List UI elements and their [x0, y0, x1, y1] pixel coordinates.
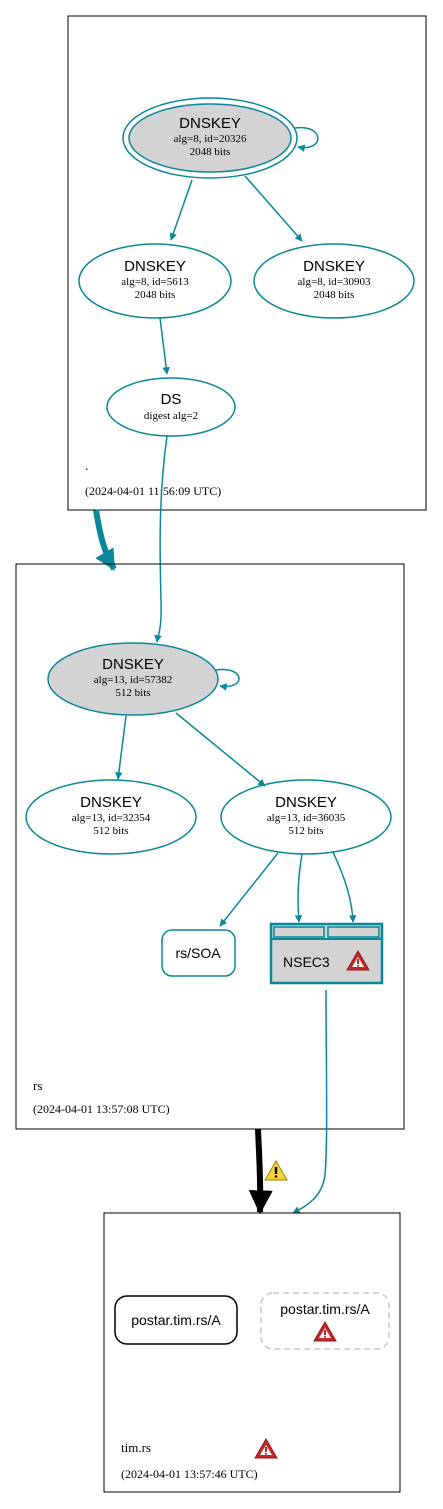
- rs-zsk-32354-node[interactable]: DNSKEY alg=13, id=32354 512 bits: [25, 779, 197, 855]
- root-ksk-bits: 2048 bits: [190, 146, 231, 158]
- zone-root-timestamp: (2024-04-01 11:56:09 UTC): [85, 484, 221, 498]
- rs-nsec3-label: NSEC3: [283, 954, 330, 970]
- rs-ksk-bits: 512 bits: [115, 687, 150, 699]
- root-ksk-alg: alg=8, id=20326: [174, 133, 247, 145]
- zone-tim-box: [103, 1212, 401, 1493]
- root-zsk-30903-node[interactable]: DNSKEY alg=8, id=30903 2048 bits: [253, 243, 415, 319]
- tim-a-record-missing-label: postar.tim.rs/A: [280, 1301, 370, 1317]
- root-ksk-node[interactable]: DNSKEY alg=8, id=20326 2048 bits: [122, 97, 298, 179]
- warning-icon[interactable]: [264, 1160, 288, 1181]
- zone-tim: tim.rs (2024-04-01 13:57:46 UTC): [103, 1212, 401, 1493]
- root-zsk-30903-bits: 2048 bits: [314, 289, 355, 301]
- rs-zsk-36035-bits: 512 bits: [288, 825, 323, 837]
- tim-a-record-node[interactable]: postar.tim.rs/A: [114, 1295, 238, 1345]
- zone-tim-name: tim.rs: [121, 1440, 151, 1455]
- rs-nsec3-node[interactable]: NSEC3: [269, 922, 384, 985]
- edge-zsk-to-nsec3-b: [332, 851, 357, 923]
- rs-zsk-36035-node[interactable]: DNSKEY alg=13, id=36035 512 bits: [220, 779, 392, 855]
- rs-zsk-32354-title: DNSKEY: [80, 794, 142, 811]
- edge-rs-ksk-to-zsk-36035: [175, 712, 266, 787]
- zone-rs-timestamp: (2024-04-01 13:57:08 UTC): [33, 1102, 170, 1116]
- rs-soa-label: rs/SOA: [175, 945, 221, 961]
- root-ds-digest: digest alg=2: [144, 410, 198, 422]
- rs-ksk-self-edge: [215, 668, 240, 691]
- edge-zsk-to-nsec3-a: [294, 853, 303, 923]
- rs-ksk-title: DNSKEY: [102, 656, 164, 673]
- zone-root-name: .: [85, 458, 88, 473]
- delegation-root-to-rs: [93, 509, 117, 571]
- zone-rs-name: rs: [33, 1078, 42, 1093]
- edge-rs-ksk-to-zsk-32354: [115, 715, 127, 780]
- tim-a-record-label: postar.tim.rs/A: [131, 1312, 221, 1328]
- rs-zsk-36035-title: DNSKEY: [275, 794, 337, 811]
- root-ksk-title: DNSKEY: [179, 115, 241, 132]
- edge-ds-to-rs-ksk: [154, 435, 168, 643]
- root-zsk-30903-title: DNSKEY: [303, 258, 365, 275]
- edge-root-zsk-to-ds: [159, 317, 170, 375]
- rs-zsk-32354-bits: 512 bits: [93, 825, 128, 837]
- delegation-rs-to-tim: [248, 1128, 273, 1215]
- edge-root-ksk-to-zsk-30903: [244, 175, 303, 242]
- root-zsk-5613-alg: alg=8, id=5613: [121, 276, 189, 288]
- edge-zsk-to-soa: [219, 852, 279, 927]
- rs-zsk-36035-alg: alg=13, id=36035: [267, 812, 346, 824]
- root-ds-title: DS: [161, 391, 182, 408]
- zone-rs: rs (2024-04-01 13:57:08 UTC): [15, 563, 405, 1130]
- rs-ksk-alg: alg=13, id=57382: [94, 674, 172, 686]
- tim-a-record-missing-node[interactable]: postar.tim.rs/A: [260, 1292, 390, 1350]
- root-zsk-30903-alg: alg=8, id=30903: [298, 276, 371, 288]
- root-ds-node[interactable]: DS digest alg=2: [106, 377, 236, 437]
- rs-zsk-32354-alg: alg=13, id=32354: [72, 812, 151, 824]
- root-ksk-self-edge: [294, 126, 319, 152]
- warning-icon[interactable]: [254, 1438, 278, 1459]
- root-zsk-5613-title: DNSKEY: [124, 258, 186, 275]
- edge-nsec3-to-tim: [292, 989, 328, 1214]
- zone-rs-box: [15, 563, 405, 1130]
- zone-tim-timestamp: (2024-04-01 13:57:46 UTC): [121, 1467, 258, 1481]
- rs-ksk-node[interactable]: DNSKEY alg=13, id=57382 512 bits: [47, 642, 219, 716]
- root-zsk-5613-node[interactable]: DNSKEY alg=8, id=5613 2048 bits: [78, 243, 232, 319]
- edge-root-ksk-to-zsk-5613: [169, 179, 193, 241]
- root-zsk-5613-bits: 2048 bits: [135, 289, 176, 301]
- rs-soa-node[interactable]: rs/SOA: [161, 929, 236, 977]
